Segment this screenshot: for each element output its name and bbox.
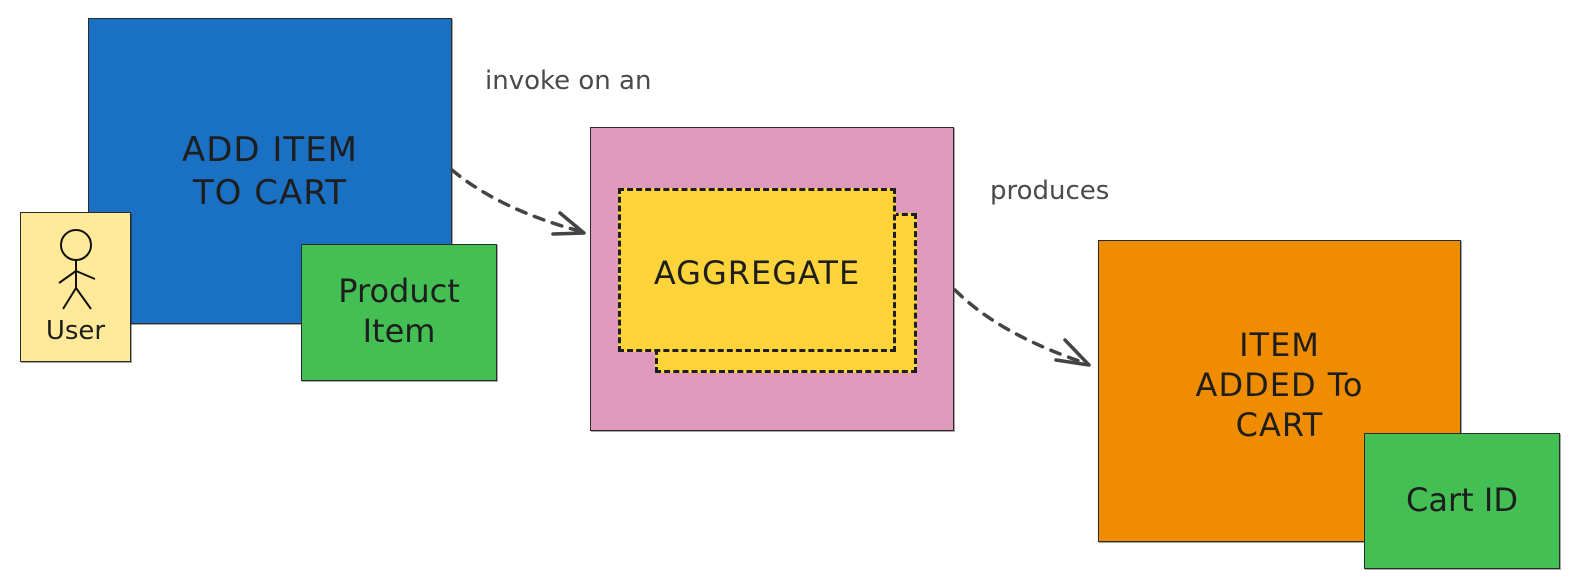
user-label: User: [45, 316, 106, 346]
command-label: ADD ITEM TO CART: [181, 130, 359, 213]
arrow-invoke: [450, 168, 585, 234]
arrow-produces-head: [1054, 338, 1091, 367]
edge-label-invoke: invoke on an: [485, 66, 652, 96]
aggregate-card: AGGREGATE: [618, 188, 896, 352]
arrow-invoke-head: [551, 211, 586, 236]
arrow-produces: [953, 288, 1090, 366]
event-label: ITEM ADDED To CART: [1195, 326, 1364, 444]
stick-figure-icon: [58, 229, 96, 310]
user-sticky: User: [20, 212, 131, 362]
edge-label-produces: produces: [990, 176, 1110, 206]
aggregate-label: AGGREGATE: [653, 254, 861, 292]
product-item-sticky: Product Item: [301, 244, 497, 381]
product-item-label: Product Item: [338, 272, 460, 350]
command-sticky-add-item-to-cart: ADD ITEM TO CART: [88, 18, 452, 324]
cart-id-label: Cart ID: [1406, 481, 1518, 519]
cart-id-sticky: Cart ID: [1364, 433, 1560, 569]
